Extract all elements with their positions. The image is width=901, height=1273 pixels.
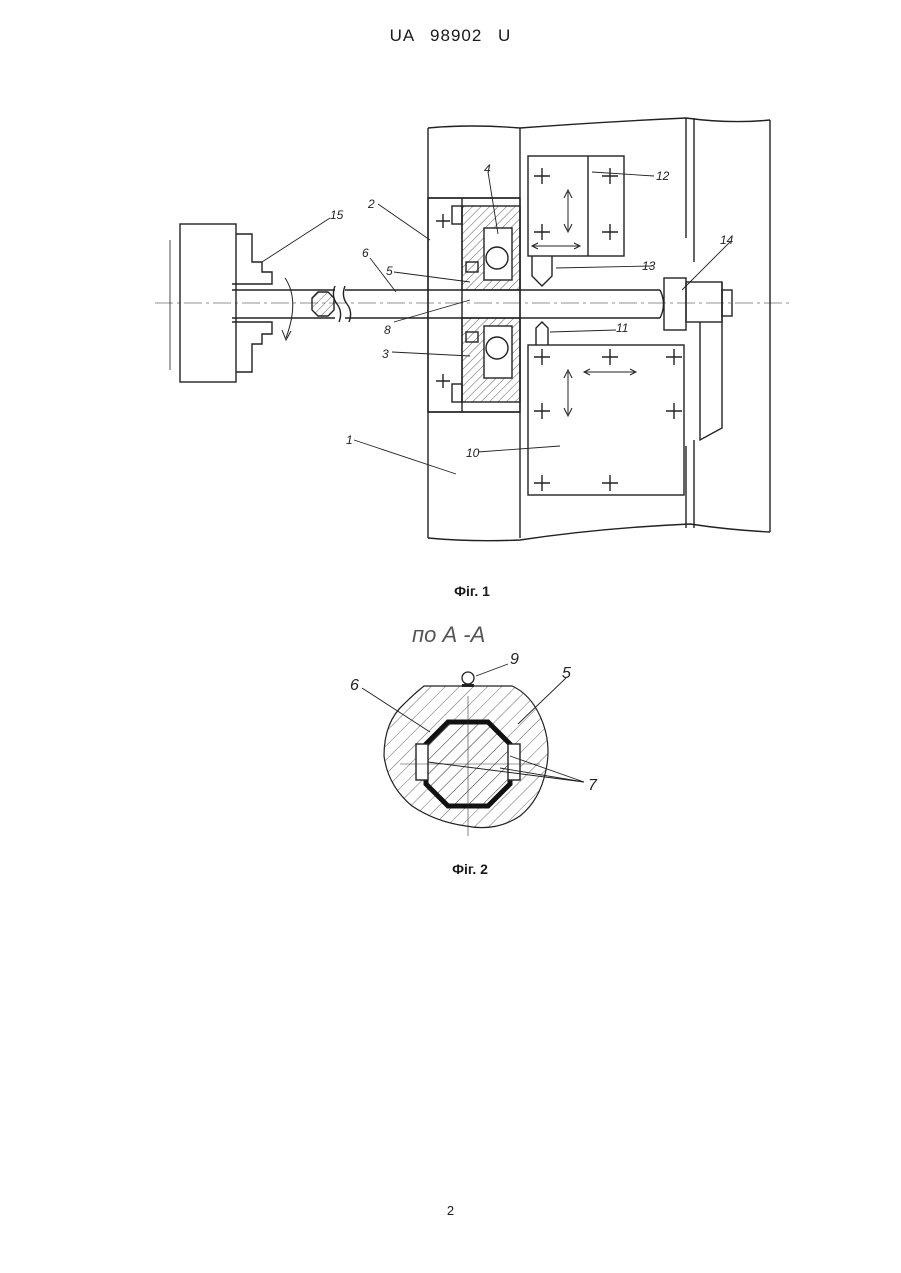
- fig1-label-11: 11: [616, 321, 628, 335]
- fig1-label-13: 13: [642, 259, 656, 273]
- fig1-label-3: 3: [382, 347, 389, 361]
- fig1-label-6: 6: [362, 246, 369, 260]
- fig1-label-5: 5: [386, 264, 393, 278]
- fig1-label-12: 12: [656, 169, 670, 183]
- fig1-label-8: 8: [384, 323, 391, 337]
- figure-2-caption: Фіг. 2: [410, 861, 530, 877]
- fig1-label-2: 2: [367, 197, 375, 211]
- figure-1-caption: Фіг. 1: [412, 583, 532, 599]
- fig1-label-15: 15: [330, 208, 344, 222]
- fig2-label-5: 5: [562, 665, 571, 682]
- fig1-label-1: 1: [346, 433, 353, 447]
- fig1-label-14: 14: [720, 233, 734, 247]
- fig2-label-9: 9: [510, 651, 519, 668]
- fig1-label-10: 10: [466, 446, 480, 460]
- figure-1-drawing: 15 2 4 6 5 8 3 12 13 11 14 10 1: [140, 108, 800, 548]
- section-title: по А -А: [412, 622, 485, 647]
- page-number: 2: [0, 1203, 901, 1218]
- fig2-label-7: 7: [588, 777, 598, 794]
- fig2-label-6: 6: [350, 677, 359, 694]
- patent-header: UA 98902 U: [0, 26, 901, 46]
- figure-2-drawing: по А -А 9 5 6 7: [330, 612, 620, 852]
- fig1-label-4: 4: [484, 162, 491, 176]
